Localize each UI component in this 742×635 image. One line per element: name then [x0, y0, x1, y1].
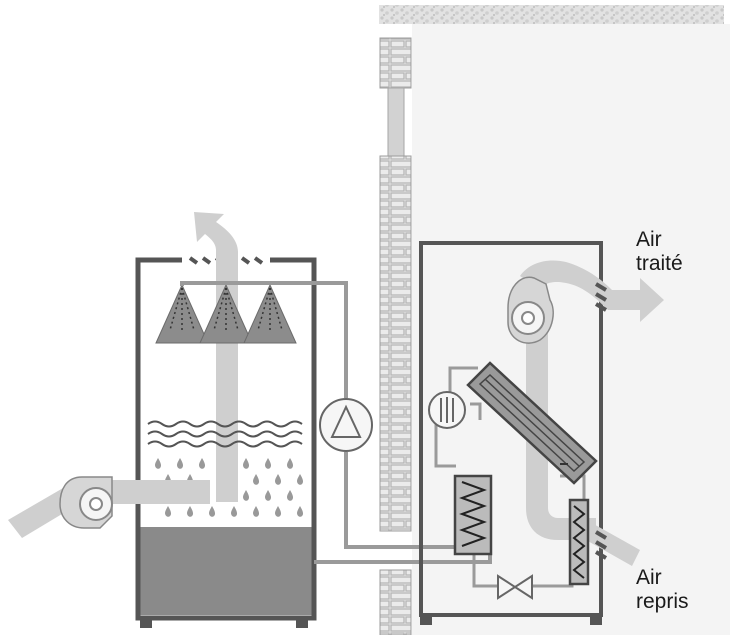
tower-foot-left	[140, 618, 152, 628]
tower-foot-right	[296, 618, 308, 628]
fan-icon	[59, 476, 113, 529]
wall-main-segment	[379, 155, 412, 532]
cooling-tower	[8, 212, 317, 628]
supply-fan-icon	[507, 276, 554, 344]
water-condenser-coil	[453, 474, 493, 556]
treated-air-label: Air traité	[636, 228, 683, 276]
unit-foot-left	[420, 615, 432, 625]
evaporator-coil	[466, 361, 598, 485]
brick-wall	[379, 37, 412, 635]
expansion-valve-icon	[497, 574, 533, 600]
return-air-label: Air repris	[636, 566, 689, 614]
spray-nozzles	[155, 283, 297, 344]
indoor-unit	[419, 241, 664, 625]
pump-icon	[319, 398, 373, 452]
reheat-coil	[568, 498, 590, 586]
room	[379, 5, 730, 635]
compressor-icon	[428, 391, 466, 429]
supply-louvers	[594, 282, 608, 312]
ceiling	[379, 5, 724, 24]
water-waves	[147, 420, 303, 448]
internal-air-path	[526, 330, 596, 540]
fan-outlet-duct	[112, 480, 210, 504]
treated-air-label-line1: Air	[636, 228, 662, 251]
tower-casing	[135, 257, 317, 621]
water-basin	[140, 527, 312, 615]
return-louvers	[594, 530, 608, 560]
tower-exhaust-arrow	[194, 212, 238, 266]
return-air-label-line2: repris	[636, 590, 689, 613]
wall-top-segment	[379, 37, 412, 89]
unit-casing	[419, 241, 603, 617]
return-air-label-line1: Air	[636, 566, 662, 589]
wall-pipe-chase	[387, 87, 405, 157]
treated-air-label-line2: traité	[636, 252, 683, 275]
treated-air-duct	[520, 260, 664, 322]
unit-foot-right	[590, 615, 602, 625]
wall-bottom-segment	[379, 569, 412, 635]
